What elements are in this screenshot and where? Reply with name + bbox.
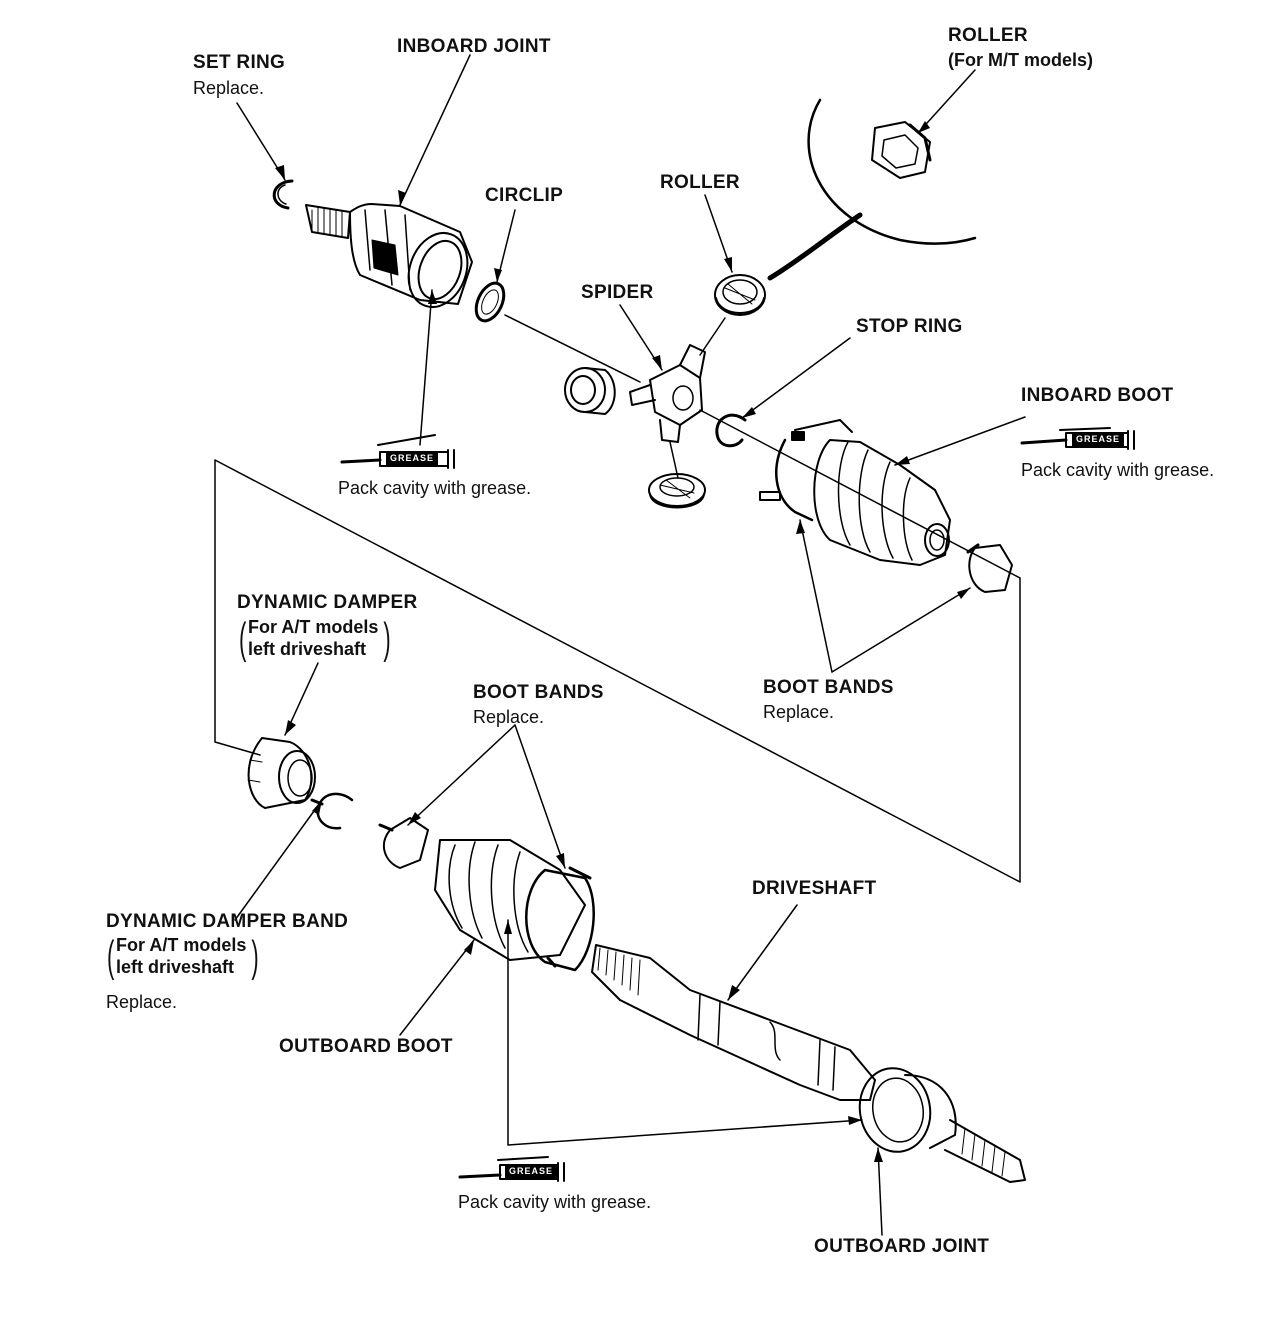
inboard-boot-part (813, 439, 951, 566)
boot-bands-left-leader-1 (407, 724, 516, 826)
inboard-boot-grease-note: Pack cavity with grease. (1021, 460, 1215, 480)
outboard-boot-label: OUTBOARD BOOT (279, 1036, 453, 1057)
damper-band-note-line-2: left driveshaft (116, 956, 235, 977)
boot-bands-right-leader-1 (799, 519, 833, 673)
inboard-joint-leader (399, 54, 471, 206)
stop-ring-part (715, 413, 747, 448)
set-ring-part (272, 179, 294, 210)
boot-bands-left-leader-2 (514, 724, 566, 869)
spider-roller-bottom-part (648, 473, 706, 509)
driveshaft-leader (727, 904, 798, 1001)
damper-band-note-line-1: For A/T models (116, 935, 247, 955)
dynamic-damper-note-line-1: For A/T models (248, 617, 379, 637)
outboard-small-band-part (378, 817, 429, 869)
outboard-joint-part (858, 1067, 1026, 1183)
spider-label: SPIDER (581, 282, 654, 303)
driveshaft-part (591, 944, 876, 1101)
roller-mt-label: ROLLER (948, 25, 1028, 46)
grease-tag-outboard: GREASE (505, 1165, 558, 1178)
outboard-boot-part (434, 839, 586, 961)
damper-band-leader (234, 799, 323, 921)
outboard-large-band-part (525, 866, 595, 972)
inboard-small-band-part (966, 543, 1013, 593)
spider-roller-left-part (564, 367, 616, 415)
inboard-boot-leader (894, 416, 1026, 466)
arrowheads (275, 121, 970, 1162)
outboard-joint-label: OUTBOARD JOINT (814, 1236, 990, 1257)
roller-mt-part (871, 121, 932, 179)
inboard-joint-part (305, 203, 473, 308)
outboard-grease-note: Pack cavity with grease. (458, 1192, 652, 1212)
assembly-connector-lines (214, 459, 1021, 883)
roller-mt-note: (For M/T models) (948, 50, 1093, 70)
boot-bands-right-note: Replace. (763, 702, 835, 722)
stop-ring-label: STOP RING (856, 316, 963, 337)
dynamic-damper-label: DYNAMIC DAMPER (237, 592, 418, 613)
grease-gun-icon-inboard-joint (340, 434, 455, 469)
roller-mt-leader (917, 69, 976, 134)
boot-bands-right-label: BOOT BANDS (763, 677, 894, 698)
grease-tag-inboard-boot: GREASE (1072, 433, 1125, 446)
stop-ring-leader (741, 337, 851, 419)
dynamic-damper-part (247, 737, 316, 809)
roller-label: ROLLER (660, 172, 740, 193)
circlip-part (474, 281, 506, 323)
set-ring-leader (236, 102, 286, 181)
damper-band-label: DYNAMIC DAMPER BAND (106, 911, 349, 932)
roller-part (714, 274, 766, 316)
inboard-joint-label: INBOARD JOINT (397, 36, 551, 57)
transmission-housing-part (767, 98, 977, 281)
spider-part (629, 317, 726, 479)
outboard-grease-bracket (507, 919, 863, 1146)
dynamic-damper-note-line-2: left driveshaft (248, 638, 367, 659)
inboard-boot-label: INBOARD BOOT (1021, 385, 1174, 406)
inboard-joint-grease-leader (419, 289, 433, 446)
set-ring-label: SET RING (193, 52, 286, 73)
boot-bands-left-label: BOOT BANDS (473, 682, 604, 703)
outboard-boot-leader (399, 939, 475, 1036)
dynamic-damper-note: For A/T models left driveshaft (248, 617, 378, 660)
upper-assembly-axis (504, 314, 1021, 579)
outboard-joint-leader (877, 1147, 883, 1236)
inboard-boot-band-part (759, 419, 853, 522)
damper-band-note: For A/T models left driveshaft (116, 935, 246, 978)
driveshaft-label: DRIVESHAFT (752, 878, 877, 899)
inboard-joint-grease-note: Pack cavity with grease. (338, 478, 532, 498)
circlip-label: CIRCLIP (485, 185, 564, 206)
boot-bands-left-note: Replace. (473, 707, 545, 727)
set-ring-note: Replace. (193, 78, 265, 98)
damper-band-replace-note: Replace. (106, 992, 178, 1012)
grease-tag-inboard-joint: GREASE (386, 452, 439, 465)
boot-bands-right-leader-2 (831, 587, 971, 673)
